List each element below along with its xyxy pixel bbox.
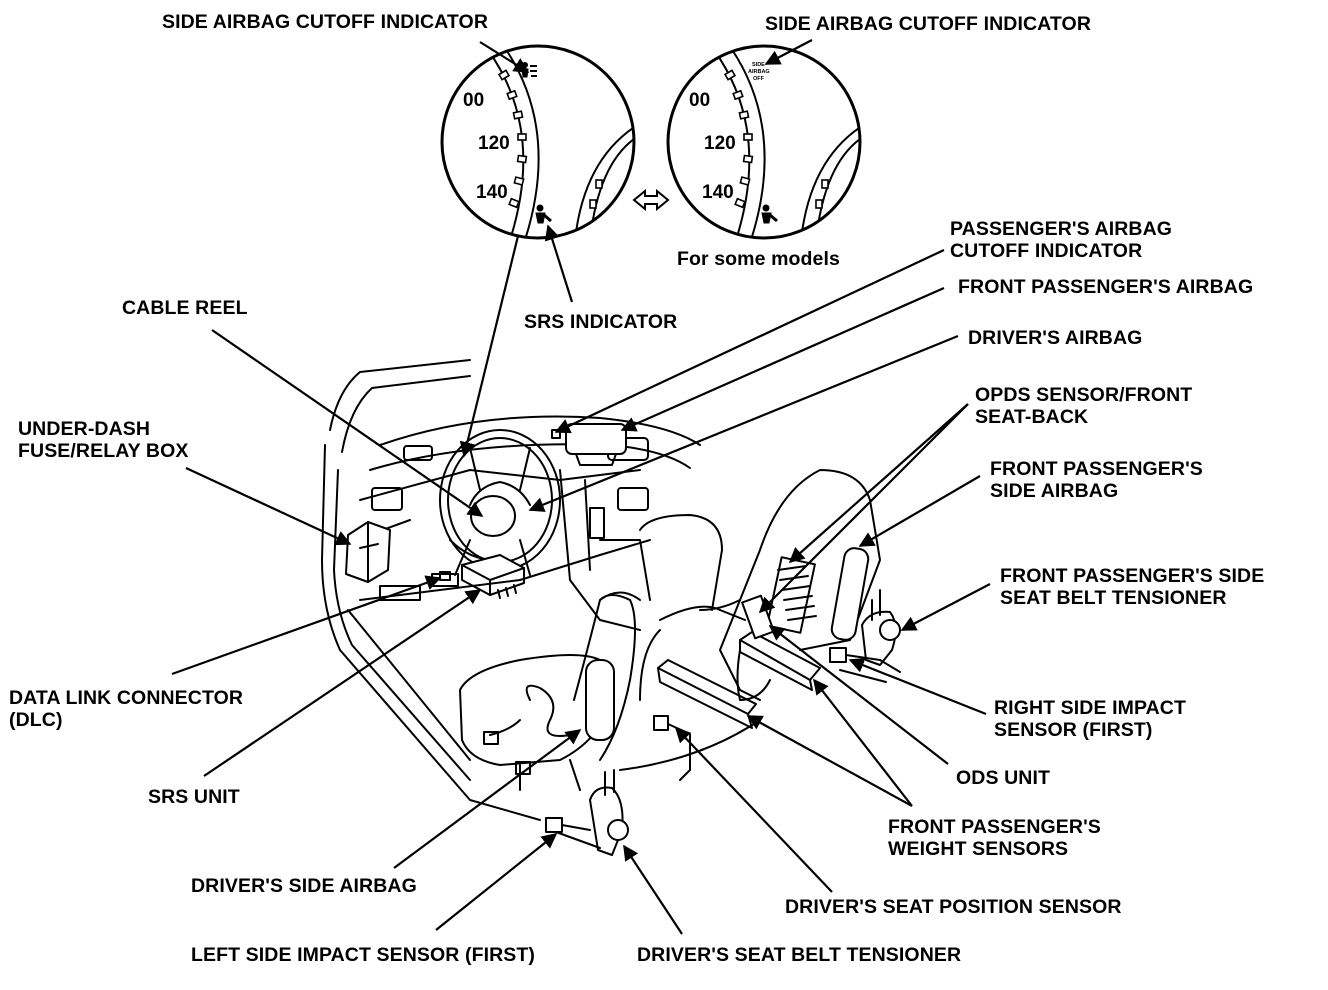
label-passenger-airbag-cutoff: PASSENGER'S AIRBAG CUTOFF INDICATOR bbox=[950, 218, 1172, 262]
label-line: WEIGHT SENSORS bbox=[888, 838, 1069, 860]
label-srs-unit: SRS UNIT bbox=[148, 786, 240, 808]
leader-cutoff-right bbox=[764, 39, 813, 65]
leader-dlc bbox=[171, 575, 442, 676]
leader-weight-a bbox=[813, 678, 913, 807]
gauge-tick-140-left: 140 bbox=[476, 182, 508, 203]
label-left-side-impact: LEFT SIDE IMPACT SENSOR (FIRST) bbox=[191, 944, 535, 966]
leader-side-airbag bbox=[858, 475, 981, 547]
label-line: FRONT PASSENGER'S bbox=[888, 816, 1101, 838]
label-line: RIGHT SIDE IMPACT bbox=[994, 697, 1187, 719]
label-drivers-seat-position: DRIVER'S SEAT POSITION SENSOR bbox=[785, 896, 1122, 918]
label-front-passenger-side-airbag: FRONT PASSENGER'S SIDE AIRBAG bbox=[990, 458, 1203, 502]
leader-lines bbox=[171, 39, 991, 935]
leader-srs-indicator bbox=[544, 224, 574, 303]
gauge-tick-00-right: 00 bbox=[689, 90, 710, 111]
leader-cable-reel bbox=[211, 329, 484, 517]
label-line: SIDE AIRBAG bbox=[990, 480, 1119, 502]
label-line: FUSE/RELAY BOX bbox=[18, 440, 189, 462]
label-side-airbag-cutoff-left: SIDE AIRBAG CUTOFF INDICATOR bbox=[162, 11, 488, 33]
label-line: FRONT PASSENGER'S bbox=[990, 458, 1203, 480]
cutoff-legend-airbag: AIRBAG bbox=[748, 69, 770, 75]
cutoff-legend-side: SIDE bbox=[752, 62, 765, 68]
gauge-tick-120-left: 120 bbox=[478, 133, 510, 154]
label-line: SENSOR (FIRST) bbox=[994, 719, 1153, 741]
leader-passenger-belt bbox=[900, 583, 991, 631]
label-srs-indicator: SRS INDICATOR bbox=[524, 311, 678, 333]
leader-seat-position bbox=[674, 726, 833, 893]
label-line: CUTOFF INDICATOR bbox=[950, 240, 1143, 262]
label-under-dash-fuse-box: UNDER-DASH FUSE/RELAY BOX bbox=[18, 418, 188, 462]
label-right-side-impact: RIGHT SIDE IMPACT SENSOR (FIRST) bbox=[994, 697, 1186, 741]
leader-fuse-box bbox=[185, 467, 352, 546]
cutoff-legend-off: OFF bbox=[753, 76, 765, 82]
leader-driver-belt bbox=[623, 844, 683, 935]
label-line: OPDS SENSOR/FRONT bbox=[975, 384, 1193, 406]
label-drivers-belt-tensioner: DRIVER'S SEAT BELT TENSIONER bbox=[637, 944, 962, 966]
leader-ods-unit bbox=[768, 625, 949, 765]
label-front-passenger-airbag: FRONT PASSENGER'S AIRBAG bbox=[958, 276, 1254, 298]
srs-indicator-icon bbox=[535, 204, 552, 224]
leader-gauge-to-cluster bbox=[459, 235, 520, 458]
label-line: PASSENGER'S AIRBAG bbox=[950, 218, 1173, 240]
equivalence-arrow bbox=[632, 188, 670, 212]
label-ods-unit: ODS UNIT bbox=[956, 767, 1050, 789]
label-line: SEAT-BACK bbox=[975, 406, 1089, 428]
leader-front-passenger-airbag bbox=[620, 286, 945, 432]
label-cable-reel: CABLE REEL bbox=[122, 297, 248, 319]
label-data-link-connector: DATA LINK CONNECTOR (DLC) bbox=[9, 687, 243, 731]
instrument-gauge-right: 00 120 140 SIDE AIRBAG OFF bbox=[666, 44, 862, 240]
label-opds-sensor: OPDS SENSOR/FRONT SEAT-BACK bbox=[975, 384, 1192, 428]
leader-opds-a bbox=[788, 403, 969, 564]
srs-indicator-icon-right bbox=[761, 204, 778, 224]
label-front-passenger-weight: FRONT PASSENGER'S WEIGHT SENSORS bbox=[888, 816, 1101, 860]
label-drivers-side-airbag: DRIVER'S SIDE AIRBAG bbox=[191, 875, 417, 897]
label-line: UNDER-DASH bbox=[18, 418, 151, 440]
label-drivers-airbag: DRIVER'S AIRBAG bbox=[968, 327, 1143, 349]
label-side-airbag-cutoff-right: SIDE AIRBAG CUTOFF INDICATOR bbox=[765, 13, 1091, 35]
leader-drivers-airbag bbox=[528, 334, 959, 512]
leader-srs-unit bbox=[203, 589, 482, 777]
label-front-passenger-side-belt: FRONT PASSENGER'S SIDE SEAT BELT TENSION… bbox=[1000, 565, 1264, 609]
leader-cutoff-left bbox=[479, 41, 530, 73]
gauge-tick-140-right: 140 bbox=[702, 182, 734, 203]
leader-driver-side-airbag bbox=[393, 729, 582, 869]
leader-weight-b bbox=[746, 715, 913, 807]
leader-left-impact bbox=[435, 833, 558, 931]
leader-opds-b bbox=[758, 403, 969, 614]
instrument-gauge-left: 00 120 140 bbox=[440, 44, 636, 240]
label-line: (DLC) bbox=[9, 709, 63, 731]
vehicle-interior-drawing bbox=[321, 359, 901, 856]
label-line: SEAT BELT TENSIONER bbox=[1000, 587, 1227, 609]
gauge-tick-00-left: 00 bbox=[463, 90, 484, 111]
leader-right-impact bbox=[848, 657, 987, 716]
leader-passenger-cutoff bbox=[554, 249, 945, 434]
label-line: DATA LINK CONNECTOR bbox=[9, 687, 244, 709]
label-for-some-models: For some models bbox=[677, 248, 840, 270]
label-line: FRONT PASSENGER'S SIDE bbox=[1000, 565, 1265, 587]
gauge-tick-120-right: 120 bbox=[704, 133, 736, 154]
